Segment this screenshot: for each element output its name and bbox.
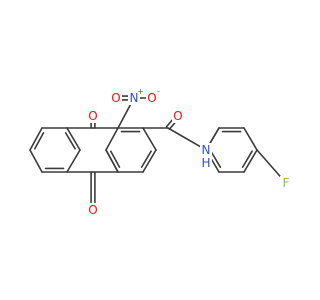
nitro-nitrogen-label: N [130,91,139,105]
ring-right-bond-5 [105,149,119,173]
nitro-c-n-bond [117,103,132,129]
nitro-n-background [128,91,140,105]
nitro-oxygen-left-label: O [111,91,120,105]
fluorine-background [280,176,292,190]
ring-left-bond-4 [66,149,81,173]
ring-left-bond-6 [29,149,43,173]
ring-right-bond-6 [105,127,119,151]
o-bottom-background [87,203,99,217]
c-f-bond [256,149,283,179]
amide-h-background [200,156,212,170]
ring-right-bond-3-double [140,150,152,168]
molecule-structure: O O N + O O - O N H F [29,87,292,217]
carbonyl-oxygen-top-label: O [88,109,97,123]
fluorine-label: F [283,176,290,190]
ring-aryl-bond-3 [243,149,258,173]
ring-right-bond-5-double [109,150,121,168]
amide-nitrogen-label: N [202,143,211,157]
ring-right-bond-2 [142,127,157,151]
o-top-background [87,109,99,123]
nitro-oxygen-right-charge: - [157,87,160,96]
amide-c-o-double-bond-a [165,119,173,128]
nitro-o-left-background [110,91,122,105]
amide-c-n-bond [167,127,201,148]
ring-left-bond-3 [66,127,81,151]
amide-hydrogen-label: H [201,156,210,170]
ring-left-bond-1 [29,127,43,151]
amide-oxygen-label: O [173,109,182,123]
ring-left-bond-3-double [64,132,76,150]
nitro-nitrogen-charge: + [137,87,144,96]
nitro-oxygen-right-label: O [147,91,156,105]
nitro-o-right-background [146,91,158,105]
atom-label-layer: O O N + O O - O N H F [87,87,292,217]
bond-layer [29,95,283,204]
amide-c-o-double-bond-b [168,121,176,131]
amide-n-background [200,143,212,157]
ring-aryl-bond-2 [243,127,258,151]
amide-o-background [172,109,184,123]
ring-right-bond-3 [142,149,157,173]
carbonyl-oxygen-bottom-label: O [88,203,97,217]
ring-aryl-bond-3-double [241,150,253,168]
ring-left-bond-1-double [33,132,45,150]
ring-aryl-bond-5-double [210,150,222,169]
